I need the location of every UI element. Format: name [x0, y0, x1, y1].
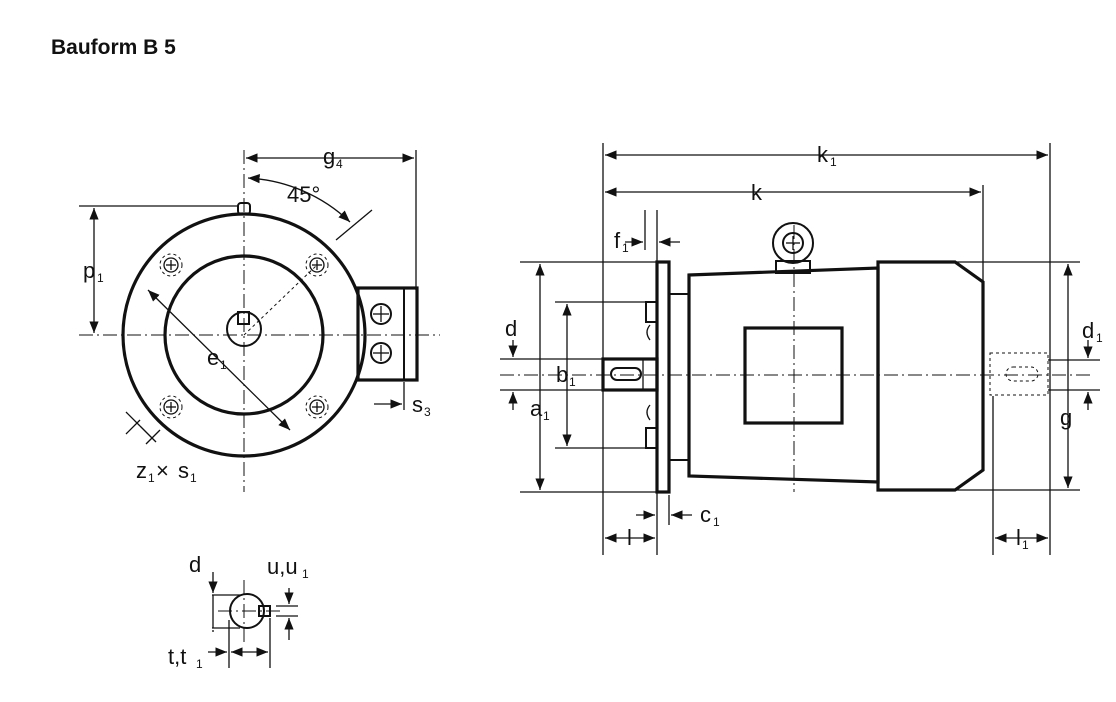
label-a1: a: [530, 396, 543, 421]
label-k1-sub: 1: [830, 155, 837, 169]
fan-cover: [876, 260, 985, 492]
label-g4-sub: 4: [336, 157, 343, 171]
label-u-u1: u,u: [267, 554, 298, 579]
label-b1: b: [556, 362, 568, 387]
side-view: [500, 143, 1100, 555]
label-b1-sub: 1: [569, 375, 576, 389]
label-d: d: [505, 316, 517, 341]
label-t-t1-sub: 1: [196, 657, 203, 671]
label-k1: k: [817, 142, 829, 167]
label-g4: g: [323, 144, 335, 169]
label-s1-sub: 1: [190, 471, 197, 485]
shaft-detail: [208, 572, 298, 668]
label-s1: s: [178, 458, 189, 483]
label-d1-sub: 1: [1096, 331, 1103, 345]
label-times: ×: [156, 458, 169, 483]
label-45-degree: 45°: [287, 182, 320, 207]
label-z1: z: [136, 458, 147, 483]
label-s3-sub: 3: [424, 405, 431, 419]
flange-plate: [655, 260, 671, 494]
label-p1-sub: 1: [97, 271, 104, 285]
label-shaft-d: d: [189, 552, 201, 577]
label-e1: e: [207, 345, 219, 370]
label-k: k: [751, 180, 763, 205]
label-g: g: [1060, 405, 1072, 430]
diagram-title: Bauform B 5: [51, 36, 176, 59]
label-c1: c: [700, 502, 711, 527]
label-z1-sub: 1: [148, 471, 155, 485]
label-t-t1: t,t: [168, 644, 186, 669]
label-s3: s: [412, 392, 423, 417]
label-u-u1-sub: 1: [302, 567, 309, 581]
label-p1: p: [83, 258, 95, 283]
label-a1-sub: 1: [543, 409, 550, 423]
label-l1-sub: 1: [1022, 538, 1029, 552]
front-view: [79, 150, 440, 492]
terminal-box: [356, 286, 419, 382]
label-e1-sub: 1: [220, 358, 227, 372]
label-l1: l: [1016, 525, 1021, 550]
label-d1: d: [1082, 318, 1094, 343]
label-f1: f: [614, 228, 621, 253]
label-c1-sub: 1: [713, 515, 720, 529]
label-f1-sub: 1: [622, 241, 629, 255]
label-l: l: [627, 525, 632, 550]
terminal-box-side: [743, 326, 844, 425]
